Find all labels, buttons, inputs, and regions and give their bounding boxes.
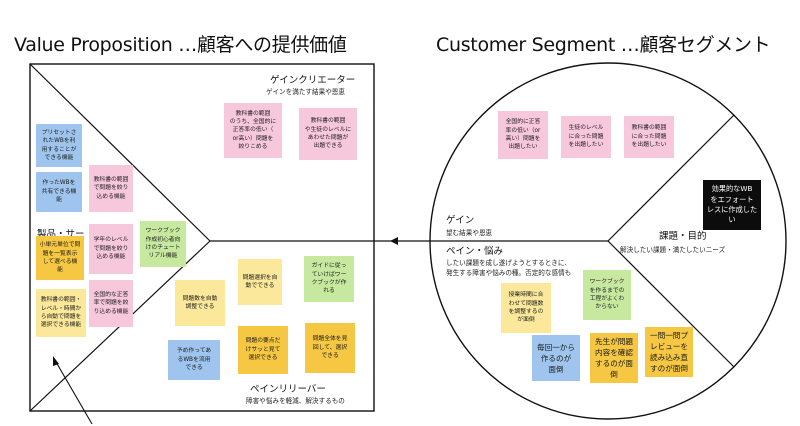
pain-title: ペイン・悩み [446,246,504,257]
sticky-note[interactable]: 授業時間に合 わせて問題数 を調整するの が面倒 [501,283,551,333]
sticky-note[interactable]: 先生が問題 内容を確認 するのが面 倒 [590,333,638,383]
sticky-note[interactable]: 一問一問プ レビューを 読み込み直 すのが面倒 [645,327,693,377]
value-map-diagonal-top [29,63,211,242]
sticky-note[interactable]: 教科書の範囲 に合った問題 を出題したい [624,116,674,158]
gain-creator-subtitle: ゲインを満たす結果や恩恵 [266,88,345,96]
customer-segment-title: Customer Segment …顧客セグメント [436,34,771,56]
sticky-note[interactable]: 作ったWBを 共有できる機 能 [36,172,82,212]
sticky-note[interactable]: ガイドに従っ ていけばワー クブックが作 れる [304,256,354,302]
value-map-frame [29,63,375,412]
sticky-note[interactable]: 予め作ってあ るWBを流用 できる [168,340,220,380]
jobs-title: 課題・目的 [659,231,707,242]
sticky-note[interactable]: プリセットさ れたWBを利 用することが できる機能 [36,124,82,167]
gain-creator-title: ゲインクリエーター [270,75,356,86]
sticky-note[interactable]: 全国的な正答 率で問題を絞 り込める機能 [89,280,133,327]
sticky-note[interactable]: 教科書の範囲 のうち、全国的に 正答率の低い（ or高い）問題を 絞りこめる [224,103,282,158]
sticky-note[interactable]: ワークブック を作るまでの 工程がよくわ からない [583,270,631,320]
sticky-note[interactable]: 問題全体を見 回して、選択 できる [305,323,355,373]
pointer-arrow-line [55,361,93,425]
sticky-note[interactable]: 教科書の範囲 や生徒のレベルに あわせた問題が 出題できる [299,108,357,160]
gain-subtitle: 望む結果や恩恵 [446,229,493,237]
sticky-note[interactable]: 小単元単位で問 題を一覧表示 して選べる機 能 [36,236,84,280]
sticky-note[interactable]: 問題選択を自 動でできる [238,259,282,305]
circle-divider-bottom [607,240,735,368]
customer-profile-circle [429,62,787,420]
sticky-note[interactable]: 問題数を自動 調整できる [175,280,225,326]
pain-reliever-subtitle: 障害や悩みを軽減、解決するもの [246,397,345,405]
sticky-note[interactable]: 効果的なWB をエフォート レスに作成した い [703,180,761,230]
pointer-arrow-head [53,356,59,366]
value-proposition-title: Value Proposition …顧客への提供価値 [14,34,347,56]
sticky-note[interactable]: ワークブック 作成初心者向 けのチュート リアル機能 [140,221,186,267]
sticky-note[interactable]: 学年のレベル で問題を絞り 込める機能 [89,224,133,274]
sticky-note[interactable]: 生徒のレベル に合った問題 を出題したい [561,116,611,158]
pain-subtitle: したい課題を成し遂げようとするときに、 発生する障害や悩みの種。否定的な感情も [446,259,572,277]
sticky-note[interactable]: 問題の要点だ けサッと見て 選択できる [238,326,288,374]
sticky-note[interactable]: 全国的に正答 率の低い（or 高い）問題を 出題したい [498,111,548,159]
circle-divider-top [607,114,735,242]
connector-arrowhead [390,237,398,245]
gain-title: ゲイン [446,215,475,226]
jobs-subtitle: 解決したい課題・満たしたいニーズ [620,246,726,254]
sticky-note[interactable]: 教科書の範囲・ レベル・時間か ら自動で問題を 選択できる機能 [36,289,86,337]
pain-reliever-title: ペインリリーバー [250,384,326,395]
sticky-note[interactable]: 教科書の範囲 で問題を絞り 込める機能 [89,165,133,212]
sticky-note[interactable]: 毎回一から 作るのが 面倒 [532,335,580,381]
